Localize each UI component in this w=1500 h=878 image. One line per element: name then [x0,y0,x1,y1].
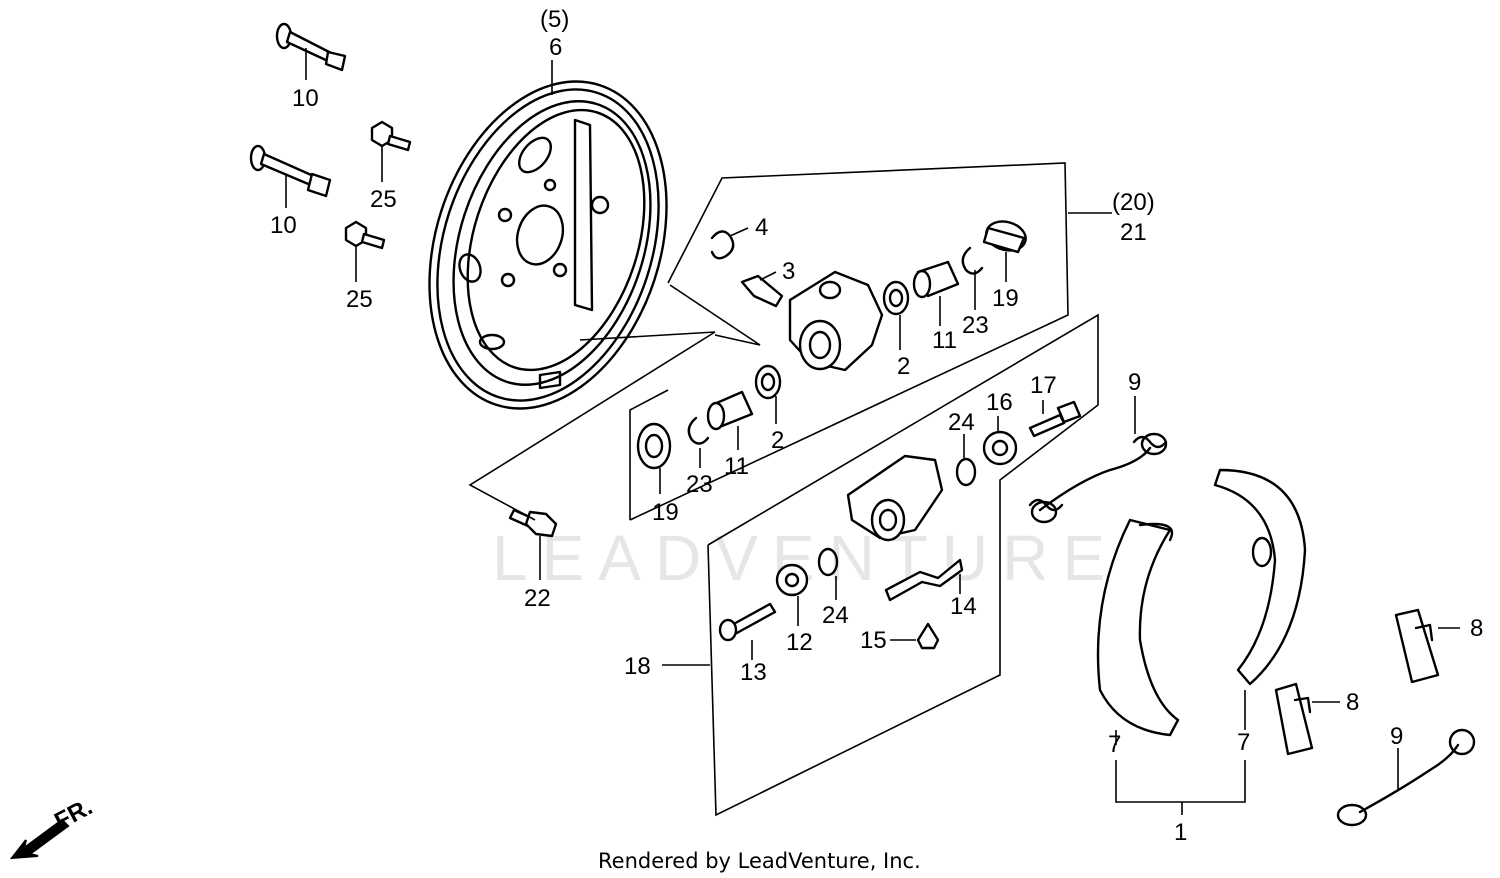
callout-18: 18 [624,653,651,680]
group-outline-21 [629,162,1112,521]
circlip-upper [961,246,984,275]
callout-7: 7 [1237,729,1250,756]
callout-25: 25 [370,186,397,213]
adjuster-screw-upper [1028,400,1082,438]
callout-20: (20) [1112,189,1155,216]
callout-3: 3 [782,258,795,285]
callout-11: 11 [932,327,957,354]
callout-1: 1 [1174,819,1187,846]
callout-14: 14 [950,593,977,620]
brake-shoe-left [1096,518,1180,737]
cup-upper [882,280,910,316]
wheel-cylinder-lower [846,454,944,542]
callout-10: 10 [292,85,319,112]
flange-bolt-upper [370,120,412,152]
plate [884,558,964,602]
callout-5: (5) [540,6,569,33]
callout-23: 23 [962,312,989,339]
callout-11: 11 [724,453,749,480]
panel-bolt-upper [275,22,347,72]
footer-credit: Rendered by LeadVenture, Inc. [598,849,921,873]
adjuster-wheel-upper [982,430,1018,466]
callout-17: 17 [1030,372,1057,399]
piston-lower [706,390,754,431]
callout-23: 23 [686,471,713,498]
brake-panel [428,80,668,410]
callout-21: 21 [1120,219,1147,246]
callout-22: 22 [524,585,551,612]
return-spring-lower [1336,728,1476,827]
callout-7: 7 [1108,731,1121,758]
callout-13: 13 [740,659,767,686]
flange-bolt-lower [344,220,386,250]
callout-24: 24 [948,409,975,436]
wheel-cylinder-upper [788,270,884,372]
adjuster-screw-lower [718,602,777,642]
shoe-clip-upper [1394,608,1440,684]
callout-9: 9 [1128,369,1141,396]
o-ring-lower [817,547,839,577]
bleeder-cap [710,230,735,260]
adjuster-wheel-lower [775,563,809,597]
callout-6: 6 [549,34,562,61]
panel-leader-lines [468,60,761,521]
callout-10: 10 [270,212,297,239]
panel-bolt-lower [249,144,332,198]
callout-2: 2 [897,353,910,380]
mounting-bolt [508,508,558,538]
callout-8: 8 [1346,689,1359,716]
callout-19: 19 [652,499,679,526]
callout-24: 24 [822,602,849,629]
circlip-lower [687,416,710,445]
callout-leaders [285,48,1460,790]
front-direction-arrow-icon [9,818,70,860]
boot-upper [982,220,1027,254]
callout-19: 19 [992,285,1019,312]
piston-upper [912,260,960,299]
callout-15: 15 [860,627,887,654]
shoe-clip-lower [1274,682,1314,756]
group-outline-18 [662,313,1099,817]
callout-labels: (5) 6 10 10 25 25 4 3 (20) 21 19 23 11 2… [270,6,1483,846]
callout-16: 16 [986,389,1013,416]
return-spring-upper [1028,432,1168,524]
boot-lower [636,422,672,470]
callout-25: 25 [346,286,373,313]
callout-9: 9 [1390,723,1403,750]
grease-fitting [916,622,940,650]
o-ring-upper [955,457,977,487]
cup-lower [754,364,782,400]
brake-shoe-right [1213,468,1307,686]
callout-12: 12 [786,629,813,656]
shoe-group-bracket [1115,760,1246,815]
callout-2: 2 [771,427,784,454]
callout-4: 4 [755,214,768,241]
bleeder-screw [740,274,784,308]
callout-8: 8 [1470,615,1483,642]
